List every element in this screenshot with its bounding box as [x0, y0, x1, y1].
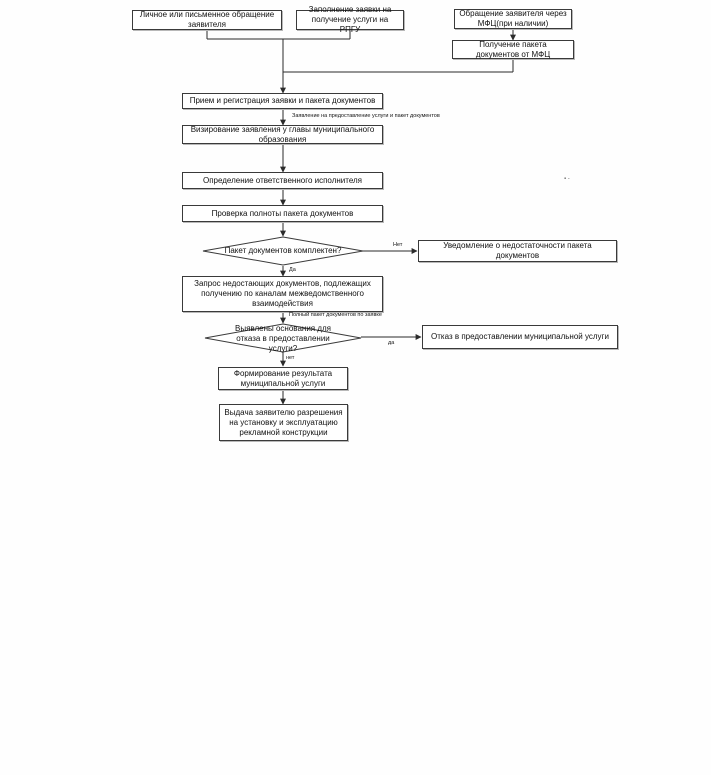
issue-permit-box: Выдача заявителю разрешения на установку… [219, 404, 348, 441]
mfc-package-box: Получение пакета документов от МФЦ [452, 40, 574, 59]
edge-label-no-incomplete: Нет [393, 242, 403, 248]
request-documents-box: Запрос недостающих документов, подлежащи… [182, 276, 383, 312]
result-forming-box: Формирование результата муниципальной ус… [218, 367, 348, 390]
incomplete-notice-box: Уведомление о недостаточности пакета док… [418, 240, 617, 262]
registration-text: Прием и регистрация заявки и пакета доку… [189, 96, 376, 105]
edge-label-yes-refusal: да [388, 340, 395, 346]
decision-refusal-label: Выявлены основания для отказа в предоста… [222, 324, 344, 353]
edge-label-yes-complete: Да [289, 267, 296, 273]
check-package-text: Проверка полноты пакета документов [211, 208, 354, 218]
decision-complete-diamond [202, 236, 364, 266]
start-rpgu-text: Заполнение заявки на получение услуги на… [308, 5, 392, 34]
visa-text: Визирование заявления у главы муниципаль… [190, 124, 375, 144]
registration-box: Прием и регистрация заявки и пакета доку… [182, 93, 383, 109]
edge-label-no-refusal: нет [286, 355, 295, 361]
mfc-package-text: Получение пакета документов от МФЦ [475, 39, 551, 59]
issue-permit-text: Выдача заявителю разрешения на установку… [224, 407, 343, 437]
executor-text: Определение ответственного исполнителя [202, 175, 363, 185]
refusal-text: Отказ в предоставлении муниципальной усл… [431, 332, 609, 341]
edge-label-full-package: Полный пакет документов по заявке [289, 312, 382, 318]
start-rpgu-request: Заполнение заявки на получение услуги на… [296, 5, 404, 34]
decision-complete-label: Пакет документов комплектен? [213, 244, 353, 258]
incomplete-notice-text: Уведомление о недостаточности пакета док… [443, 241, 592, 260]
start-mfc-request: Обращение заявителя через МФЦ(при наличи… [454, 9, 572, 29]
edge-label-application-package: Заявление на предоставление услуги и пак… [292, 113, 440, 119]
request-documents-text: Запрос недостающих документов, подлежащи… [194, 279, 371, 308]
decision-complete-text: Пакет документов комплектен? [224, 246, 342, 255]
decision-refusal-text: Выявлены основания для отказа в предоста… [234, 324, 332, 353]
decision-refusal-diamond [204, 323, 362, 353]
start-personal-request: Личное или письменное обращение заявител… [132, 10, 282, 30]
check-package-box: Проверка полноты пакета документов [182, 205, 383, 222]
scan-speck: ▪ - [564, 176, 570, 182]
visa-box: Визирование заявления у главы муниципаль… [182, 125, 383, 144]
start-personal-text: Личное или письменное обращение заявител… [139, 10, 275, 29]
start-mfc-text: Обращение заявителя через МФЦ(при наличи… [459, 9, 567, 28]
result-forming-text: Формирование результата муниципальной ус… [233, 368, 333, 388]
refusal-box: Отказ в предоставлении муниципальной усл… [422, 325, 618, 349]
executor-box: Определение ответственного исполнителя [182, 172, 383, 189]
